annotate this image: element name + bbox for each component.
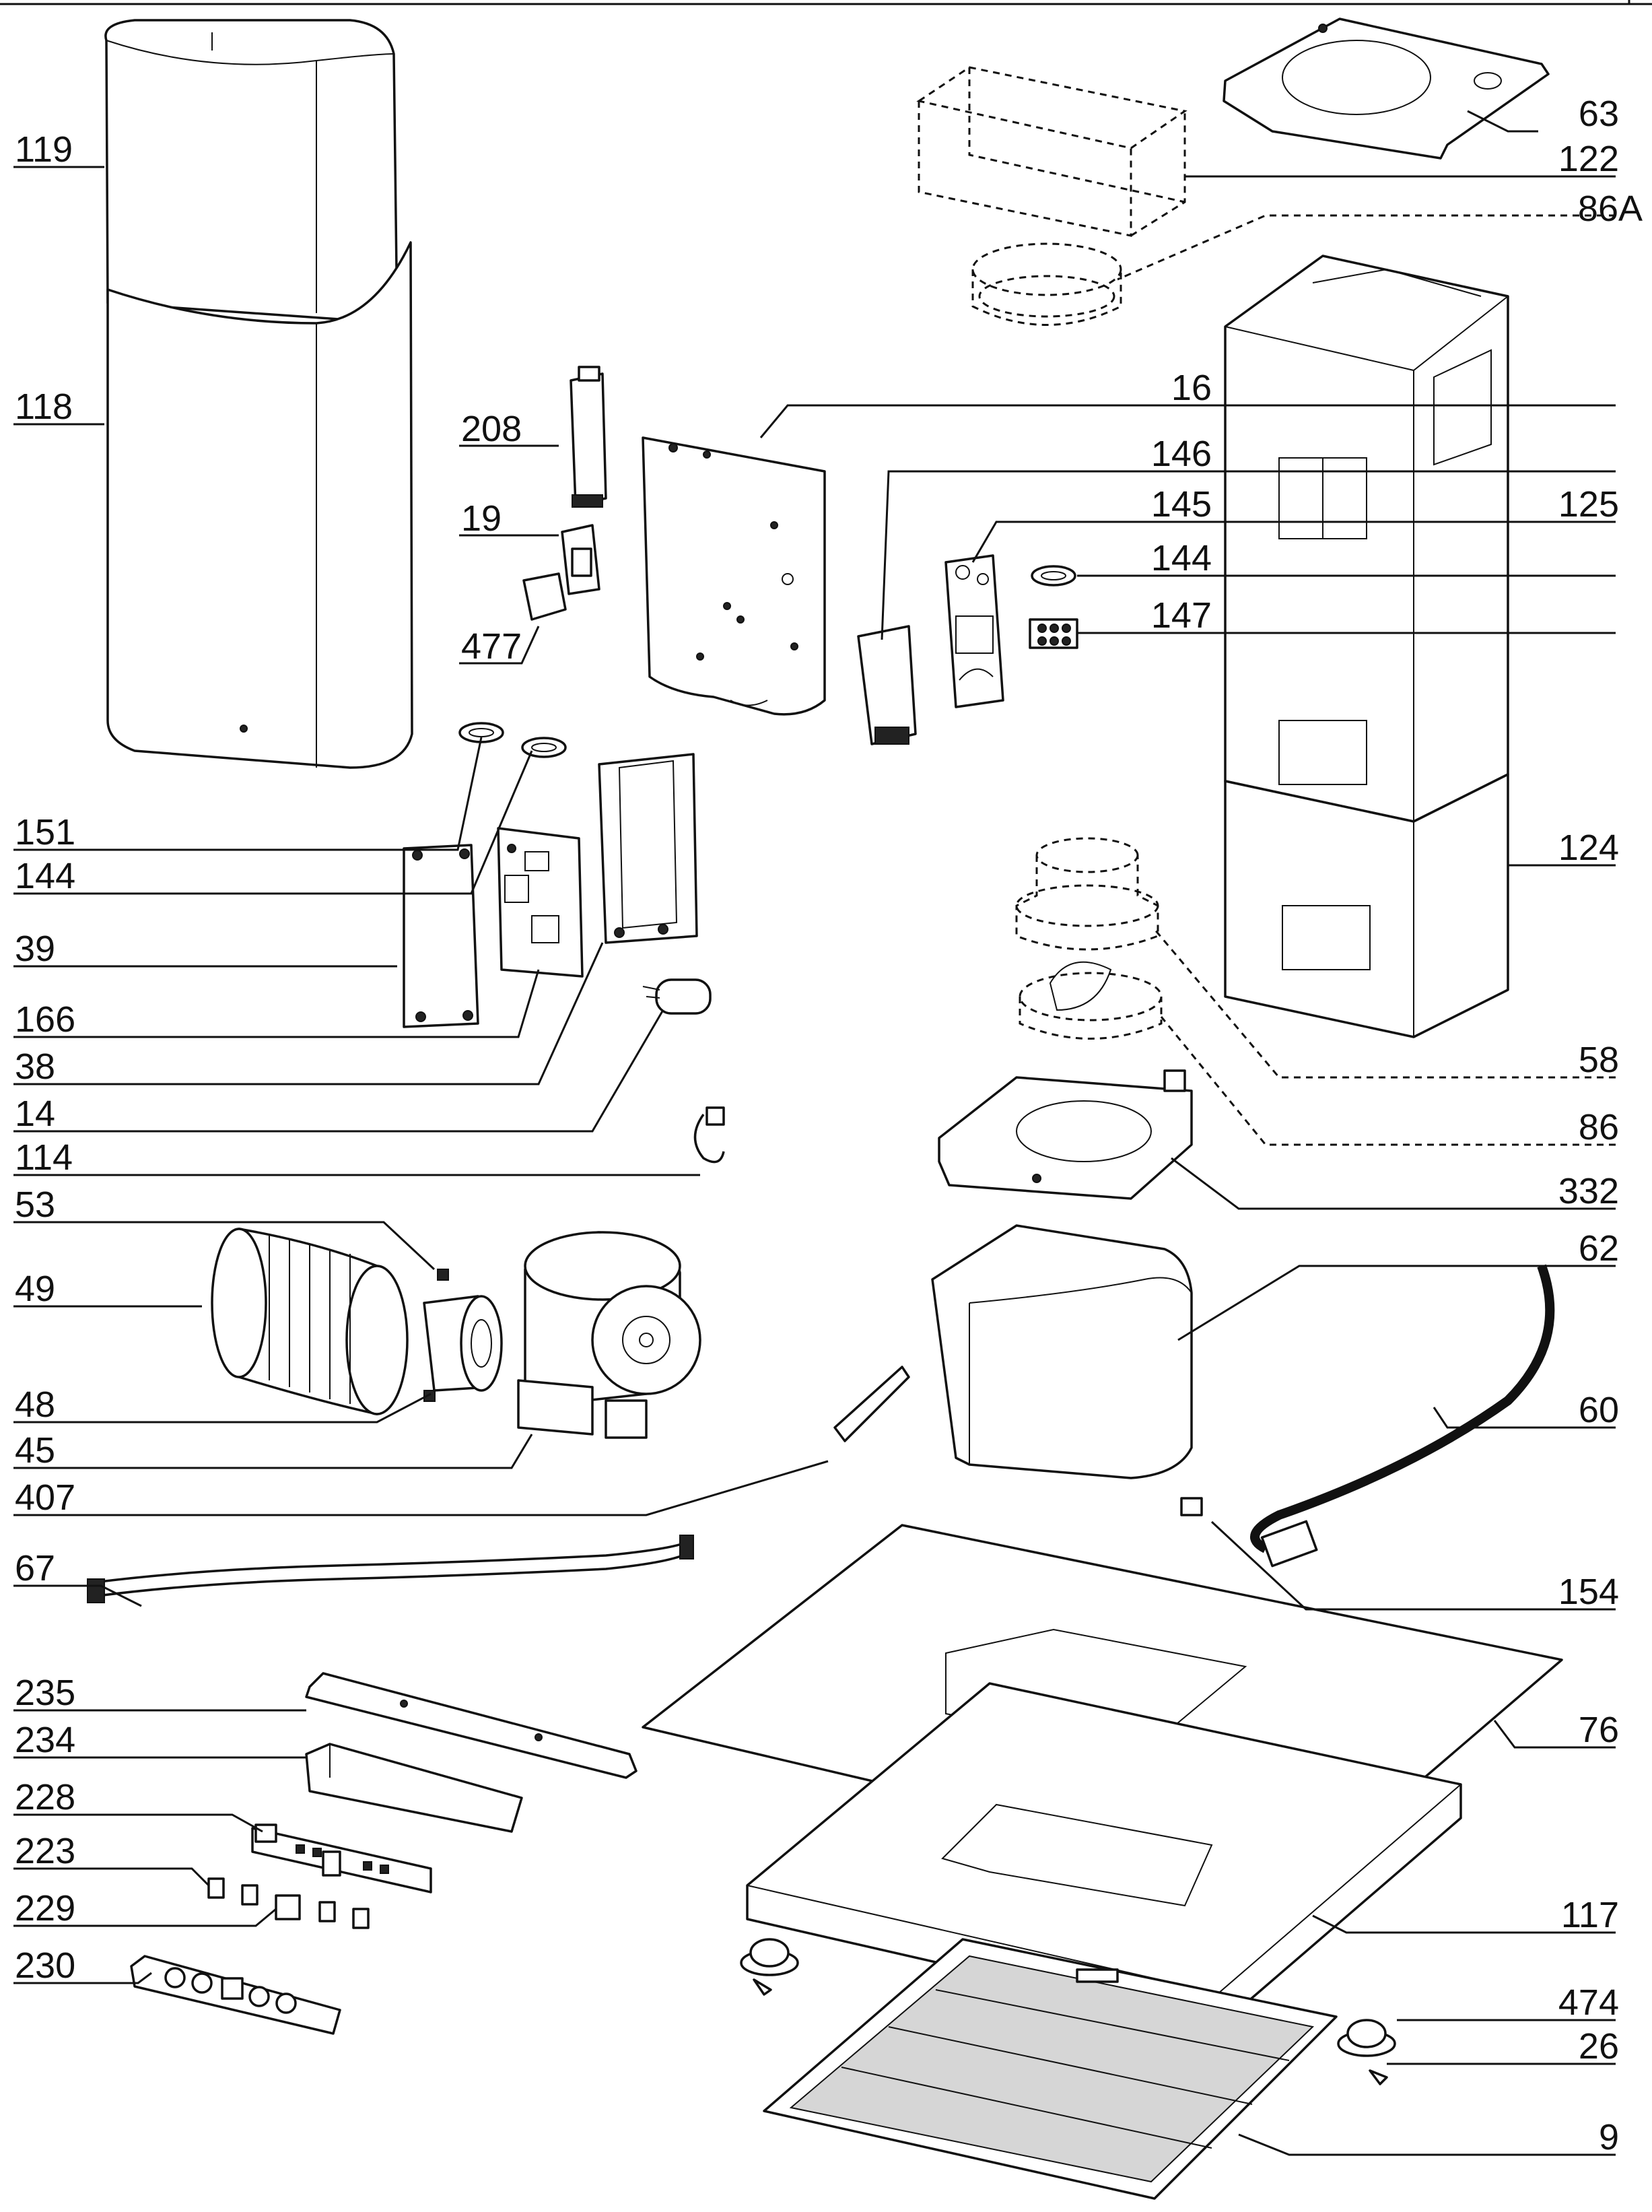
label-146: 146 [1151,434,1212,474]
label-67: 67 [15,1548,55,1588]
label-145: 145 [1151,484,1212,525]
part-230-control-fascia [130,1955,341,2035]
part-125-housing-upper [1224,255,1509,823]
part-146-junction-box [857,625,917,745]
label-38: 38 [15,1046,55,1087]
labels-left: 119 118 208 19 477 151 144 39 166 38 14 … [15,129,522,1986]
label-332: 332 [1558,1171,1619,1211]
label-154: 154 [1558,1572,1619,1612]
part-122-dashed-duct [916,66,1188,237]
label-228: 228 [15,1777,75,1817]
part-147-terminal [1029,618,1078,649]
label-26: 26 [1579,2026,1619,2067]
part-124-housing-lower [1224,773,1509,1038]
label-144-left: 144 [15,856,75,896]
label-234: 234 [15,1720,75,1760]
label-147: 147 [1151,595,1212,636]
label-48: 48 [15,1384,55,1425]
part-14-capacitor [642,978,712,1015]
part-223-knobs [207,1877,370,1929]
part-16-panel [642,436,826,716]
label-208: 208 [461,409,522,449]
part-117-hood-body [746,1682,1462,2028]
part-19-bracket [561,524,600,595]
label-124: 124 [1558,828,1619,868]
part-86-dashed-filter [1019,961,1163,1040]
label-117: 117 [1561,1895,1619,1935]
label-151: 151 [15,812,75,852]
label-14: 14 [15,1094,55,1134]
part-86A-dashed-ring [971,242,1122,326]
part-58-dashed-adaptor [1015,837,1159,951]
label-229: 229 [15,1888,75,1929]
part-38-box [598,753,698,944]
part-26-bulb [1369,2069,1388,2085]
label-114: 114 [15,1137,73,1178]
label-118: 118 [15,387,73,427]
label-45: 45 [15,1430,55,1471]
part-474-lamp-holder [1337,2019,1396,2057]
label-125-visible: 125 [1558,484,1619,525]
label-166: 166 [15,999,75,1040]
part-114-clip [693,1106,725,1164]
label-58: 58 [1579,1040,1619,1080]
label-407: 407 [15,1477,75,1518]
label-86: 86 [1579,1107,1619,1147]
label-49: 49 [15,1269,55,1309]
part-208-transformer [570,366,607,508]
label-39: 39 [15,929,55,969]
labels-right: 63 122 86A 16 146 145 144 147 125 124 58… [1151,94,1643,2157]
label-230: 230 [15,1945,75,1986]
part-229-push-button [275,1894,301,1920]
label-53: 53 [15,1184,55,1225]
label-62: 62 [1579,1228,1619,1269]
part-60-power-cable [1250,1264,1555,1568]
label-474: 474 [1558,1982,1619,2023]
label-16: 16 [1171,368,1212,408]
part-lamp-left [740,1938,799,1996]
label-223: 223 [15,1831,75,1871]
part-45-blower [524,1231,701,1402]
part-63-top-plate [1223,18,1550,160]
part-48-motor [423,1295,503,1392]
part-234-channel [305,1743,523,1833]
label-60: 60 [1579,1390,1619,1430]
label-9: 9 [1599,2117,1619,2157]
part-119-upper-chimney [104,19,399,325]
part-154-clip [1180,1497,1203,1516]
label-144-right: 144 [1151,538,1212,578]
label-19: 19 [461,498,502,539]
part-144-grommet-left [521,737,567,758]
part-166-pcb [497,827,584,978]
part-67-strap [87,1535,694,1603]
label-122: 122 [1558,139,1619,179]
part-332-flange [938,1069,1193,1200]
part-145-switch-block [944,554,1004,708]
part-228-switch-pcb [251,1823,432,1893]
part-144-grommet [1031,565,1076,586]
part-235-rail [305,1672,638,1779]
part-118-lower-chimney [106,241,413,769]
label-119: 119 [15,129,73,170]
part-407-housing-base [517,1379,648,1439]
leader-lines [13,110,1616,2156]
part-62-scroll-housing [833,1224,1193,1479]
label-477: 477 [461,626,522,667]
part-39-cover [403,844,479,1028]
label-235: 235 [15,1673,75,1713]
label-63: 63 [1579,94,1619,134]
part-477-clip [522,572,567,621]
label-86A: 86A [1578,189,1643,229]
label-76: 76 [1579,1710,1619,1750]
part-9-grease-filter [763,1938,1338,2200]
part-49-impeller [211,1228,409,1415]
